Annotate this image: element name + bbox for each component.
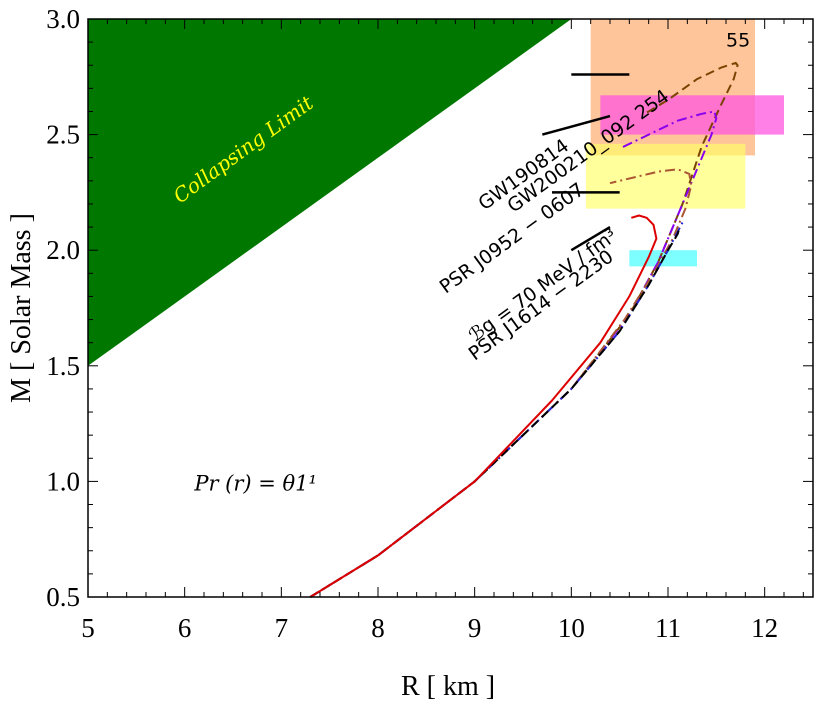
x-tick-label: 7 (275, 613, 289, 643)
curve-5 (309, 214, 658, 598)
mass-radius-curves (309, 61, 739, 598)
y-tick-label: 1.0 (46, 466, 80, 496)
x-tick-label: 11 (655, 613, 681, 643)
x-tick-label: 10 (558, 613, 585, 643)
pointer-3 (570, 226, 611, 252)
y-tick-label: 1.5 (46, 351, 80, 381)
annotation-0: 55 (726, 30, 750, 52)
x-tick-label: 6 (178, 613, 192, 643)
band-1 (600, 95, 784, 135)
collapsing-region (88, 19, 572, 366)
axis-ticks (87, 18, 813, 598)
y-axis-title: M [ Solar Mass ] (6, 213, 37, 403)
x-tick-label: 5 (81, 613, 95, 643)
plot-frame (87, 18, 814, 598)
curve-4 (309, 226, 681, 598)
curve-0 (309, 61, 739, 598)
y-tick-label: 0.5 (46, 582, 80, 612)
annotation-6: Pr (r) = θ1¹ (193, 472, 317, 496)
plot-border (87, 18, 814, 598)
x-axis-title: R [ km ] (401, 671, 495, 702)
annotation-pointers (542, 73, 630, 252)
band-2 (585, 143, 746, 209)
x-tick-label: 12 (751, 613, 778, 643)
pointer-1 (542, 114, 611, 136)
y-tick-label: 2.5 (46, 120, 80, 150)
collapsing-region-layer: Collapsing Limit (88, 19, 572, 366)
y-tick-label: 2.0 (46, 235, 80, 265)
curve-3 (309, 222, 684, 598)
x-tick-label: 9 (468, 613, 482, 643)
y-tick-label: 3.0 (46, 4, 80, 34)
tick-labels: 5 6 7 8 9 10 11 12 0.5 1.0 1.5 2.0 2.5 3.0 (46, 4, 778, 643)
x-tick-label: 8 (371, 613, 385, 643)
